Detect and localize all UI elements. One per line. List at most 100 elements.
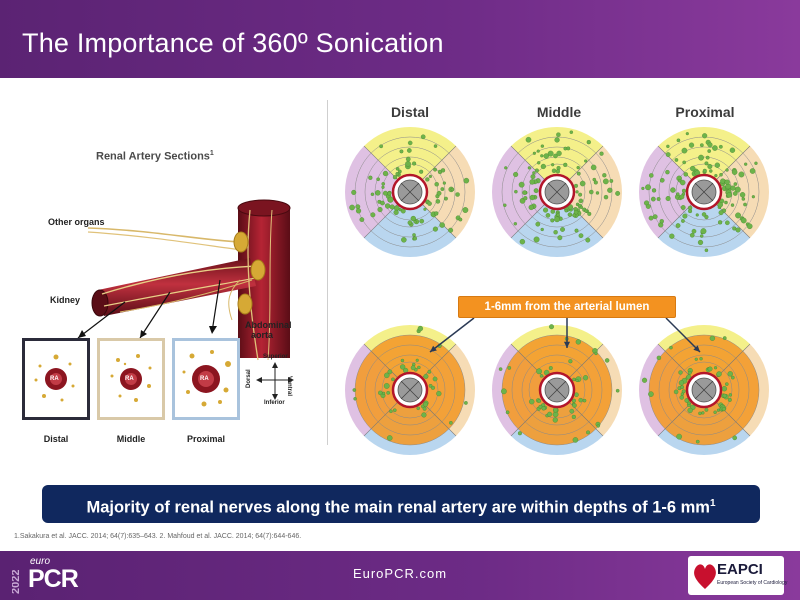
quadrant bbox=[704, 146, 769, 238]
nerve-dot bbox=[740, 217, 747, 224]
callout-arrow bbox=[665, 317, 701, 353]
nerve-dot bbox=[578, 192, 583, 197]
quadrant-divider bbox=[363, 204, 398, 239]
nerve-dot bbox=[555, 211, 560, 216]
nerve-dot bbox=[380, 393, 386, 399]
nerve-dot bbox=[530, 174, 536, 180]
nerve-dot bbox=[528, 204, 534, 211]
nerve-dot bbox=[726, 192, 733, 198]
nerve-dot bbox=[513, 222, 518, 226]
nerve-dot bbox=[707, 149, 712, 153]
nerve-dot bbox=[721, 393, 726, 398]
nerve-dot bbox=[594, 351, 598, 356]
nerve-dot bbox=[548, 366, 553, 371]
nerve-dot bbox=[585, 237, 591, 243]
panel-divider bbox=[327, 100, 328, 445]
nerve-dot bbox=[607, 187, 613, 193]
nerve-dot bbox=[576, 171, 581, 176]
nerve-dot bbox=[563, 146, 568, 151]
nerve-dot bbox=[586, 140, 591, 145]
quadrant bbox=[658, 325, 750, 390]
nerve-dot bbox=[592, 348, 598, 354]
nerve-dot bbox=[569, 408, 575, 414]
nerve-dot bbox=[602, 178, 609, 185]
nerve-dot bbox=[568, 359, 573, 364]
lumen-cross bbox=[547, 182, 567, 202]
nerve-dot bbox=[681, 377, 688, 384]
nerve-dot bbox=[735, 227, 741, 233]
nerve-dot bbox=[405, 163, 411, 170]
nerve-dot bbox=[697, 239, 704, 246]
nerve-dot bbox=[590, 164, 597, 171]
nerve-dot bbox=[519, 198, 526, 204]
nerve-dot bbox=[539, 374, 544, 378]
nerve-dot bbox=[355, 208, 362, 214]
nerve-dot bbox=[401, 237, 407, 243]
lumen-cross bbox=[400, 182, 420, 202]
depth-ring bbox=[668, 354, 740, 426]
nerve-dot bbox=[709, 169, 713, 173]
nerve-dot bbox=[744, 162, 748, 166]
nerve-dot bbox=[582, 398, 587, 403]
nerve-dot bbox=[721, 386, 728, 392]
depth-ring bbox=[521, 354, 593, 426]
lumen-cross bbox=[400, 380, 420, 400]
nerve-dot bbox=[423, 207, 427, 211]
nerve-dot bbox=[644, 200, 650, 206]
label-superior: Superior bbox=[263, 354, 288, 360]
arterial-lumen bbox=[538, 173, 576, 211]
lumen-cross bbox=[694, 182, 714, 202]
nerve-dot bbox=[707, 366, 713, 372]
nerve-dot bbox=[550, 209, 555, 214]
quadrant bbox=[410, 344, 475, 436]
nerve-dot bbox=[359, 217, 365, 222]
nerve-dot bbox=[707, 163, 713, 169]
lumen-cross bbox=[400, 380, 420, 400]
key-message-banner: Majority of renal nerves along the main … bbox=[42, 485, 760, 523]
nerve-dot bbox=[707, 367, 711, 371]
nerve-dot bbox=[687, 370, 692, 375]
nerve-dot bbox=[529, 398, 535, 405]
nerve-dot bbox=[533, 188, 539, 194]
nerve-dot bbox=[552, 417, 558, 423]
left-panel: Renal Artery Sections1 bbox=[0, 80, 327, 460]
nerve-dot bbox=[725, 382, 729, 386]
nerve-dot bbox=[377, 207, 383, 213]
nerve-dot bbox=[421, 404, 425, 409]
nerve-dot bbox=[540, 403, 546, 408]
nerve-dot bbox=[719, 406, 725, 412]
column-label-middle: Middle bbox=[536, 104, 582, 120]
nerve-dot bbox=[377, 199, 382, 204]
nerve-dot bbox=[385, 193, 392, 199]
nerve-dot bbox=[532, 195, 538, 200]
nerve-dot bbox=[572, 213, 577, 218]
quadrant-divider bbox=[716, 145, 751, 180]
nerve-dot bbox=[573, 207, 578, 212]
quadrant bbox=[511, 127, 603, 192]
lumen-cross bbox=[547, 380, 567, 400]
quadrant-divider bbox=[657, 343, 692, 378]
depth-band bbox=[649, 335, 759, 445]
nerve-dot bbox=[705, 367, 711, 373]
nerve-dot bbox=[572, 403, 577, 408]
nerve-dot bbox=[659, 177, 665, 183]
nerve-dot bbox=[720, 405, 727, 412]
nerve-dot bbox=[543, 207, 549, 213]
label-kidney: Kidney bbox=[50, 295, 81, 305]
reference-text: 1.Sakakura et al. JACC. 2014; 64(7):635–… bbox=[14, 533, 302, 540]
footer-url-link[interactable]: EuroPCR.com bbox=[352, 566, 448, 581]
callout-arrowhead bbox=[563, 341, 571, 348]
nerve-dot bbox=[725, 194, 730, 198]
lumen-core bbox=[544, 377, 570, 403]
quadrant-divider bbox=[569, 402, 604, 437]
nerve-dot bbox=[658, 222, 664, 228]
quadrant-divider bbox=[569, 145, 604, 180]
ra-label-proximal: RA bbox=[200, 376, 209, 382]
nerve-dot bbox=[725, 186, 729, 191]
quadrant-divider bbox=[716, 343, 751, 378]
nerve-dot bbox=[398, 208, 402, 212]
europcr-logo-euro: euro bbox=[30, 556, 51, 567]
nerve-dot bbox=[549, 324, 554, 330]
nerve-diagram bbox=[344, 127, 476, 257]
nerve-dot bbox=[718, 144, 723, 149]
